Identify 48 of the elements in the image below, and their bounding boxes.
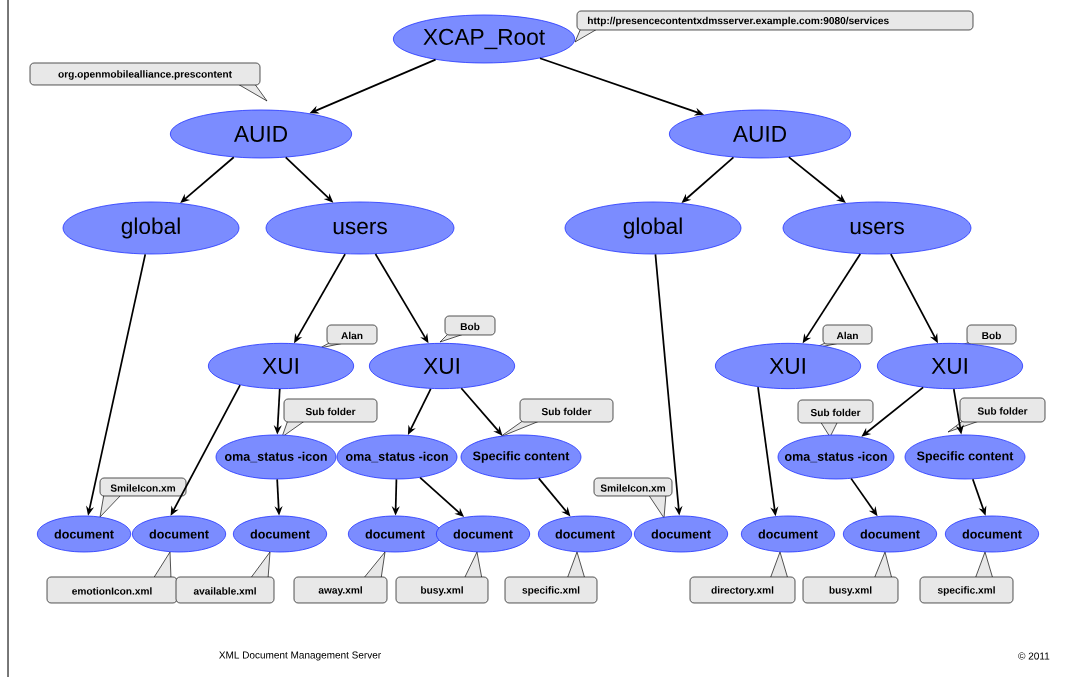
callout-bubble: Alan <box>319 324 378 349</box>
callout-bubble: Bob <box>959 324 1017 346</box>
callout-bubble: SmileIcon.xm <box>593 477 673 519</box>
ellipse-node: XUI <box>876 342 1024 390</box>
ellipse-node: document <box>232 515 328 553</box>
callout-bubble: available.xml <box>175 551 275 604</box>
ellipse-node: XUI <box>207 342 355 390</box>
ellipse-node: oma_status -icon <box>777 434 895 480</box>
ellipse-node: document <box>537 515 633 553</box>
ellipse-node: Specific content <box>460 434 582 480</box>
ellipse-node: document <box>131 515 227 553</box>
callout-bubble: busy.xml <box>395 551 489 604</box>
callout-bubble: busy.xml <box>802 551 899 604</box>
callout-bubble: specific.xml <box>919 551 1014 604</box>
callout-bubble: specific.xml <box>504 551 598 604</box>
callout-bubble: Alan <box>814 324 873 349</box>
ellipse-node: XUI <box>714 342 862 390</box>
ellipse-node: global <box>62 201 240 255</box>
ellipse-node: global <box>564 201 742 255</box>
footer-text: XML Document Management Server <box>219 651 381 661</box>
callout-bubble: directory.xml <box>689 551 796 604</box>
ellipse-node: oma_status -icon <box>215 434 337 480</box>
ellipse-node: AUID <box>169 109 353 159</box>
ellipse-node: XCAP_Root <box>392 14 576 64</box>
ellipse-node: document <box>740 515 836 553</box>
ellipse-node: document <box>944 515 1040 553</box>
ellipse-node: AUID <box>668 109 852 159</box>
ellipse-node: document <box>36 515 132 553</box>
callout-bubble: Sub folder <box>281 398 378 438</box>
ellipse-node: document <box>842 515 938 553</box>
footer-text: © 2011 <box>1018 652 1050 660</box>
callout-bubble: http://presencecontentxdmsserver.example.com:9080/services <box>574 10 974 43</box>
callout-bubble: emotionIcon.xml <box>46 551 178 604</box>
ellipse-node: users <box>265 201 455 255</box>
callout-bubble: Sub folder <box>499 398 614 438</box>
callout-bubble: Sub folder <box>797 399 874 438</box>
callout-bubble: away.xml <box>293 551 388 604</box>
callout-bubble: Sub folder <box>947 397 1046 433</box>
ellipse-node: users <box>782 201 972 255</box>
ellipse-node: Specific content <box>904 434 1026 480</box>
ellipse-node: document <box>435 515 531 553</box>
ellipse-node: XUI <box>368 342 516 390</box>
callout-bubble: SmileIcon.xm <box>99 477 187 518</box>
ellipse-node: document <box>347 515 443 553</box>
ellipse-node: oma_status -icon <box>336 434 458 480</box>
callout-bubble: Bob <box>439 315 496 343</box>
callout-bubble: org.openmobilealliance.prescontent <box>29 62 268 102</box>
ellipse-node: document <box>633 515 729 553</box>
